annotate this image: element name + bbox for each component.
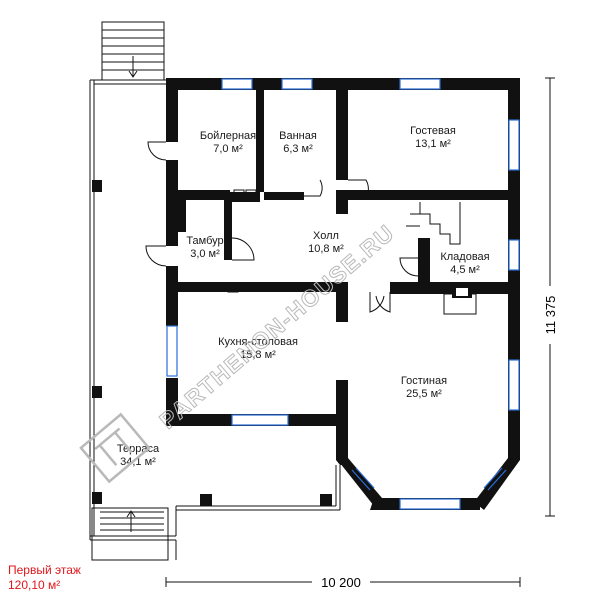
room-area-kitchen: 15,8 м² [240,349,276,361]
room-name-guest: Гостевая [410,125,456,137]
floor-total-area: 120,10 м² [8,578,61,592]
room-area-guest: 13,1 м² [415,138,451,150]
room-area-vestibule: 3,0 м² [190,248,220,260]
floor-title: Первый этаж [8,563,81,577]
room-area-bathroom: 6,3 м² [283,143,313,155]
stairs-bottom [91,507,169,561]
room-area-living: 25,5 м² [406,388,442,400]
room-area-boiler: 7,0 м² [213,143,243,155]
fireplace [443,284,477,315]
stairs-top [101,21,165,81]
room-name-vestibule: Тамбур [186,235,223,247]
room-name-terrace: Терраса [117,443,160,455]
room-name-pantry: Кладовая [440,251,489,263]
room-name-living: Гостиная [401,375,447,387]
room-area-hall: 10,8 м² [308,243,344,255]
watermark-logo [79,412,151,484]
dimension-width-label: 10 200 [321,575,361,590]
windows [166,78,520,510]
room-name-bathroom: Ванная [279,130,317,142]
doors [145,141,419,313]
room-name-kitchen: Кухня-столовая [218,336,298,348]
interior-staircase [406,202,461,245]
terrace-posts [92,180,332,506]
room-area-pantry: 4,5 м² [450,264,480,276]
dimension-height-label: 11 375 [543,296,558,335]
utility-shafts [227,109,347,293]
floor-caption: Первый этаж 120,10 м² [8,563,81,593]
room-name-boiler: Бойлерная [200,130,256,142]
room-name-hall: Холл [313,230,339,242]
